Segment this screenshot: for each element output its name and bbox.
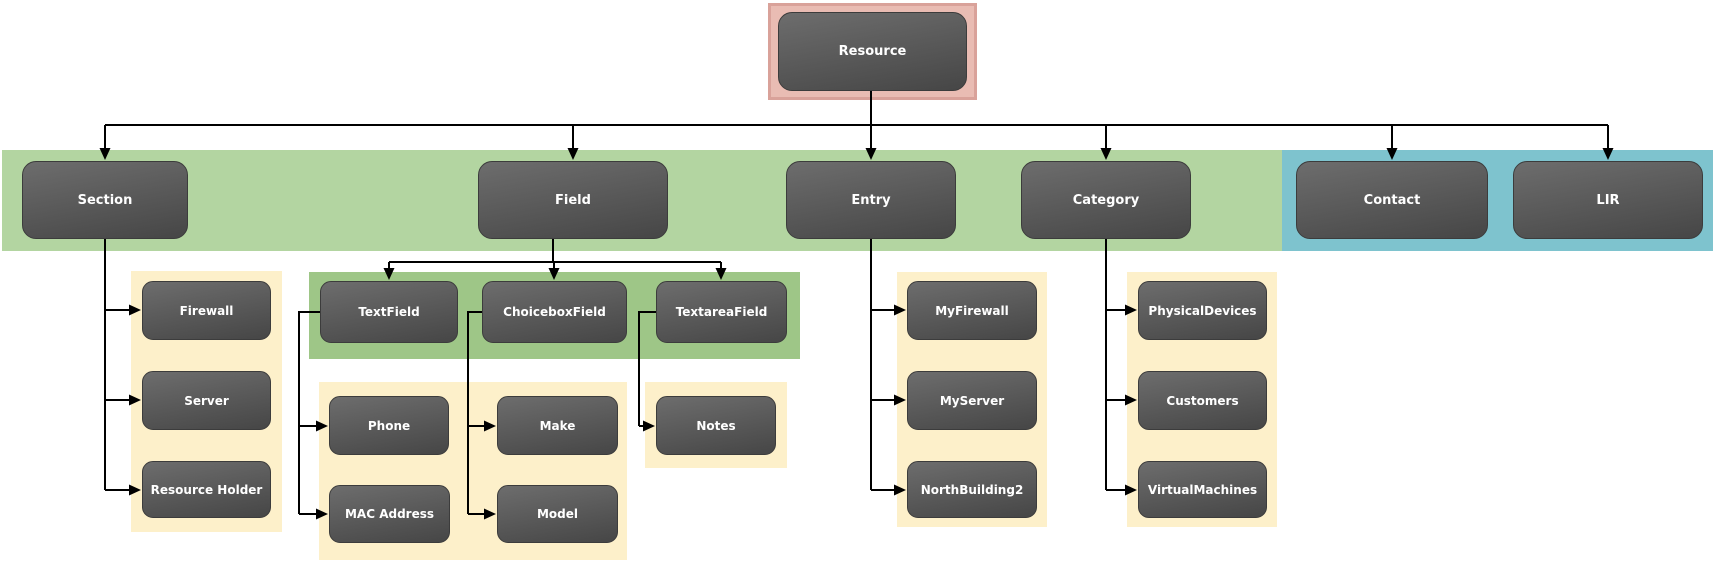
node-label: Resource Holder: [150, 482, 263, 497]
node-label: Resource: [838, 44, 907, 59]
node-myserver: MyServer: [907, 371, 1037, 430]
node-virtualmachines: VirtualMachines: [1138, 461, 1267, 518]
node-textareafield: TextareaField: [656, 281, 787, 343]
node-label: Section: [77, 192, 133, 208]
edge-arrow-make: [468, 420, 496, 432]
node-physicaldevices: PhysicalDevices: [1138, 281, 1267, 340]
edge-arrow-mac-address: [299, 508, 328, 520]
edge-arrow-virtualmachines: [1106, 484, 1137, 496]
node-label: VirtualMachines: [1147, 482, 1258, 497]
edge-arrow-firewall: [105, 304, 141, 316]
node-contact: Contact: [1296, 161, 1488, 239]
edge-drop-category: [1100, 125, 1112, 160]
node-label: Entry: [851, 192, 891, 208]
node-label: Category: [1072, 192, 1140, 208]
node-make: Make: [497, 396, 618, 455]
node-label: Customers: [1166, 393, 1239, 408]
node-model: Model: [497, 485, 618, 543]
node-resource-holder: Resource Holder: [142, 461, 271, 518]
edge-drop-choiceboxfield: [548, 262, 560, 280]
node-label: MAC Address: [344, 507, 435, 521]
edge-arrow-myserver: [871, 394, 906, 406]
node-customers: Customers: [1138, 371, 1267, 430]
node-northbuilding2: NorthBuilding2: [907, 461, 1037, 518]
edge-drop-textfield: [383, 262, 395, 280]
node-label: Contact: [1363, 192, 1421, 208]
node-label: Notes: [696, 418, 736, 433]
edge-drop-section: [99, 125, 111, 160]
node-firewall: Firewall: [142, 281, 271, 340]
edge-drop-field: [567, 125, 579, 160]
node-label: Phone: [367, 418, 411, 433]
node-field: Field: [478, 161, 668, 239]
edge-arrow-server: [105, 394, 141, 406]
node-label: Server: [184, 393, 229, 408]
edge-arrow-northbuilding2: [871, 484, 906, 496]
node-label: MyFirewall: [935, 303, 1009, 318]
node-label: LIR: [1596, 192, 1620, 208]
edge-drop-entry: [865, 125, 877, 160]
edge-arrow-resource-holder: [105, 484, 141, 496]
node-label: TextareaField: [675, 305, 768, 319]
node-mac-address: MAC Address: [329, 485, 450, 543]
edge-arrow-model: [468, 508, 496, 520]
node-choiceboxfield: ChoiceboxField: [482, 281, 627, 343]
node-label: Model: [536, 507, 579, 521]
node-label: Firewall: [179, 303, 234, 318]
node-label: PhysicalDevices: [1148, 303, 1257, 318]
edge-drop-textareafield: [715, 262, 727, 280]
node-label: MyServer: [939, 393, 1005, 408]
node-label: ChoiceboxField: [503, 305, 606, 319]
node-notes: Notes: [656, 396, 776, 455]
node-phone: Phone: [329, 396, 449, 455]
node-label: Make: [539, 418, 576, 433]
edge-arrow-physicaldevices: [1106, 304, 1137, 316]
edge-textfield-trunk: [298, 311, 320, 514]
node-myfirewall: MyFirewall: [907, 281, 1037, 340]
node-label: NorthBuilding2: [920, 482, 1024, 497]
node-section: Section: [22, 161, 188, 239]
edge-textarea-trunk: [638, 311, 656, 426]
edge-arrow-myfirewall: [871, 304, 906, 316]
edge-drop-lir: [1602, 125, 1614, 160]
node-entry: Entry: [786, 161, 956, 239]
node-category: Category: [1021, 161, 1191, 239]
node-resource: Resource: [778, 12, 967, 91]
node-textfield: TextField: [320, 281, 458, 343]
node-lir: LIR: [1513, 161, 1703, 239]
edge-choicebox-trunk: [467, 311, 482, 514]
node-server: Server: [142, 371, 271, 430]
edge-drop-contact: [1386, 125, 1398, 160]
node-label: TextField: [358, 305, 420, 319]
edge-arrow-customers: [1106, 394, 1137, 406]
edge-arrow-notes: [639, 420, 655, 432]
edge-arrow-phone: [299, 420, 328, 432]
node-label: Field: [555, 192, 591, 208]
